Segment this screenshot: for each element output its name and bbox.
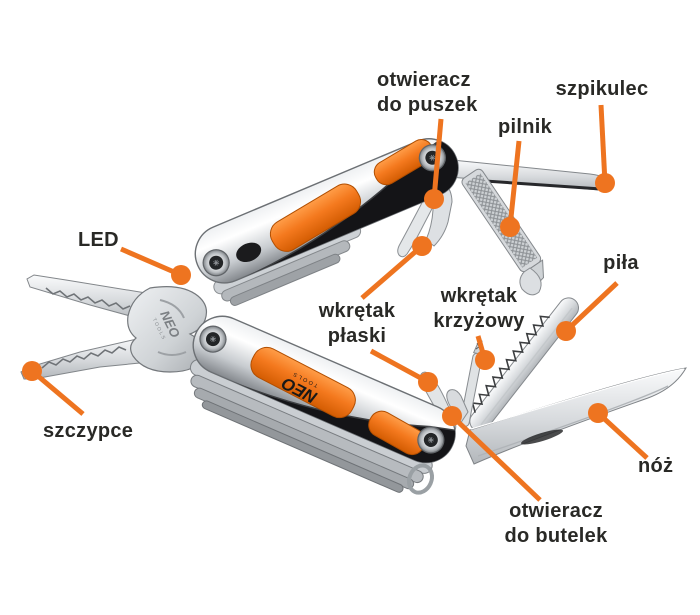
file-tip-hook [519, 267, 542, 296]
upper-handle-insert-left [269, 183, 362, 252]
upper-handle [194, 134, 467, 306]
leader-line-knife [596, 411, 649, 460]
callout-dot-knife [588, 403, 608, 423]
leader-line-file [507, 140, 522, 228]
lower-tools [419, 297, 687, 465]
leader-line-pliers [30, 369, 85, 416]
lanyard-hook [406, 463, 434, 495]
pliers-jaws: NEO TOOLS [20, 274, 208, 380]
pliers-upper-serration [45, 287, 131, 310]
leader-line-flat-screwdriver [360, 244, 424, 300]
callout-dot-can-opener [424, 189, 444, 209]
callout-dot-saw [556, 321, 576, 341]
bottle-opener-tool [446, 389, 469, 425]
upper-handle-oval-hole [236, 242, 262, 263]
leader-line-led [120, 246, 182, 278]
callout-dot-file [500, 217, 520, 237]
leader-line-saw [564, 281, 619, 333]
pliers-lower-serration [41, 346, 127, 369]
upper-handle-rivet-left [202, 249, 230, 277]
callout-dot-awl [595, 173, 615, 193]
pliers-head-shading [157, 299, 187, 356]
leader-line-can-opener [431, 118, 444, 200]
callout-dot-phillips [475, 350, 495, 370]
lower-handle-rivet-left [199, 325, 227, 353]
leader-line-bottle-opener [450, 414, 542, 502]
callout-dot-flat-screwdriver [412, 236, 432, 256]
leader-line-flat-screwdriver [369, 348, 430, 385]
callout-dot-bottle-opener [442, 406, 462, 426]
lower-handle-rivet-right [417, 426, 445, 454]
callout-dot-flat-screwdriver [418, 372, 438, 392]
callout-dot-pliers [22, 361, 42, 381]
callout-layer [22, 104, 649, 502]
lower-handle: NEO TOOLS [189, 315, 459, 495]
knife-nail-nick [520, 429, 564, 445]
callout-dot-led [171, 265, 191, 285]
leader-line-awl [598, 104, 608, 184]
